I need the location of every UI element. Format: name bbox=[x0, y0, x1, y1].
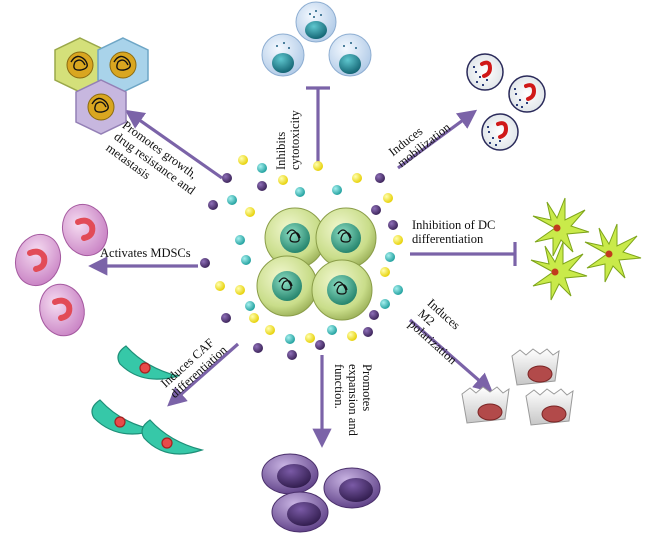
cytokine-dot bbox=[295, 187, 305, 197]
cytokine-dot bbox=[265, 325, 275, 335]
label-promotes-expansion-line1: Promotes bbox=[360, 364, 374, 412]
cytokine-dot bbox=[375, 173, 385, 183]
center-cell-3 bbox=[256, 255, 318, 317]
cytokine-dot bbox=[332, 185, 342, 195]
treg-cell-3 bbox=[271, 491, 329, 533]
cytokine-dot bbox=[380, 267, 390, 277]
label-inhibition-dc: Inhibition of DC differentiation bbox=[412, 218, 495, 246]
cytokine-dot bbox=[347, 331, 357, 341]
cytokine-dot bbox=[287, 350, 297, 360]
dc-cell-3 bbox=[530, 241, 588, 301]
dc-cell-2 bbox=[584, 223, 642, 283]
center-cell-1 bbox=[264, 207, 326, 269]
cytokine-dot bbox=[380, 299, 390, 309]
dc-cell-1 bbox=[532, 197, 590, 257]
mdsc-cell-2 bbox=[14, 233, 62, 287]
label-promotes-expansion-line2: expansion and bbox=[346, 364, 360, 436]
cytokine-dot bbox=[285, 334, 295, 344]
center-cell-2 bbox=[315, 207, 377, 269]
arrows bbox=[88, 86, 517, 448]
caf-cell-2 bbox=[91, 399, 157, 435]
cytokine-dot bbox=[313, 161, 323, 171]
macrophage-2 bbox=[461, 386, 510, 424]
tumor-hex-blue bbox=[97, 37, 149, 93]
cytokine-dot bbox=[369, 310, 379, 320]
label-inhibition-dc-line2: differentiation bbox=[412, 232, 484, 246]
central-tumor-cells bbox=[256, 207, 377, 321]
arrow-to-macrophages bbox=[408, 318, 493, 393]
cytokine-dot bbox=[371, 205, 381, 215]
label-activates-mdscs: Activates MDSCs bbox=[100, 246, 191, 260]
mobilized-cells bbox=[466, 53, 546, 151]
treg-cells bbox=[261, 453, 381, 533]
mdsc-cells bbox=[14, 203, 109, 337]
label-promotes-expansion-line3: function. bbox=[332, 364, 346, 409]
cytokine-dot bbox=[257, 181, 267, 191]
cytokine-dot bbox=[393, 235, 403, 245]
cytokine-dot bbox=[363, 327, 373, 337]
cytokine-dot bbox=[221, 313, 231, 323]
cytokine-dot bbox=[393, 285, 403, 295]
cytokine-dot bbox=[245, 301, 255, 311]
center-cell-4 bbox=[311, 259, 373, 321]
mdsc-cell-1 bbox=[61, 203, 109, 257]
tumor-cells-hexagons bbox=[54, 37, 149, 135]
macrophage-3 bbox=[525, 388, 574, 426]
cytokine-dot bbox=[278, 175, 288, 185]
label-inhibits-cytotoxicity-line1: Inhibits bbox=[274, 131, 288, 170]
spotted-cell-2 bbox=[508, 75, 546, 113]
arrow-to-mobilization bbox=[397, 109, 478, 170]
nk-cell-right bbox=[328, 33, 372, 77]
cytokine-dot bbox=[352, 173, 362, 183]
treg-cell-1 bbox=[261, 453, 319, 495]
cytokine-dot bbox=[245, 207, 255, 217]
cytokine-dot bbox=[208, 200, 218, 210]
cytokine-dot bbox=[383, 193, 393, 203]
arrow-to-caf bbox=[167, 342, 240, 407]
cytokine-dot bbox=[327, 325, 337, 335]
label-inhibition-dc-line1: Inhibition of DC bbox=[412, 218, 496, 232]
label-activates-mdscs-line1: Activates MDSCs bbox=[100, 246, 191, 260]
cytokine-dot bbox=[222, 173, 232, 183]
cytokine-dot bbox=[238, 155, 248, 165]
cytokine-dot bbox=[249, 313, 259, 323]
caf-cell-1 bbox=[117, 345, 181, 380]
cytokine-dot bbox=[227, 195, 237, 205]
nk-cell-left bbox=[261, 33, 305, 77]
cytokine-dot bbox=[253, 343, 263, 353]
nk-cells bbox=[261, 1, 372, 77]
label-promotes-expansion: Promotes expansion and function. bbox=[332, 364, 374, 436]
cytokine-dot bbox=[200, 258, 210, 268]
spotted-cell-1 bbox=[466, 53, 504, 91]
cytokine-dot bbox=[235, 285, 245, 295]
macrophage-cells bbox=[461, 348, 574, 426]
mdsc-cell-3 bbox=[39, 283, 85, 337]
cytokine-dot bbox=[305, 333, 315, 343]
cytokine-dot bbox=[388, 220, 398, 230]
cytokine-dot bbox=[257, 163, 267, 173]
cytokine-dot bbox=[215, 281, 225, 291]
label-inhibits-cytotoxicity: Inhibits cytotoxicity bbox=[274, 110, 302, 170]
caf-cells bbox=[91, 345, 205, 455]
cytokine-dot bbox=[315, 340, 325, 350]
label-inhibits-cytotoxicity-line2: cytotoxicity bbox=[288, 110, 302, 170]
spotted-cell-3 bbox=[481, 113, 519, 151]
caf-cell-3 bbox=[141, 419, 205, 455]
cytokine-dot bbox=[235, 235, 245, 245]
nk-cell-top bbox=[295, 1, 337, 43]
dendritic-cells bbox=[530, 197, 642, 301]
treg-cell-2 bbox=[323, 467, 381, 509]
macrophage-1 bbox=[511, 348, 560, 386]
cytokine-dot bbox=[385, 252, 395, 262]
tumor-hex-violet bbox=[75, 79, 127, 135]
cytokine-dots bbox=[200, 155, 403, 360]
arrow-to-tumor-growth bbox=[124, 109, 223, 180]
cytokine-dot bbox=[241, 255, 251, 265]
